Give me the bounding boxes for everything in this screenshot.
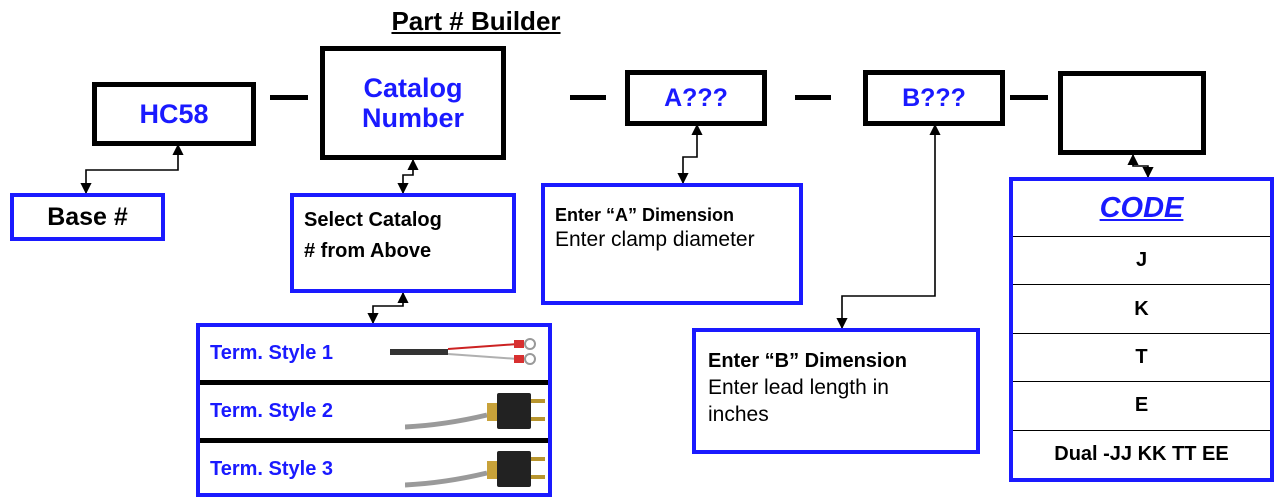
base-box-text: HC58 xyxy=(139,99,208,129)
b-dimension-text-line2: inches xyxy=(708,401,976,428)
term-style-row: Term. Style 1 xyxy=(200,327,548,385)
a-dimension-heading: Enter “A” Dimension xyxy=(555,205,799,227)
code-table-header: CODE xyxy=(1013,181,1270,237)
base-label: Base # xyxy=(47,203,128,232)
term-style-label: Term. Style 2 xyxy=(210,385,333,438)
code-row-k: K xyxy=(1013,285,1270,333)
separator-dash xyxy=(1010,95,1048,100)
a-box: A??? xyxy=(625,70,767,126)
code-row-j: J xyxy=(1013,237,1270,285)
plug-connector-icon xyxy=(405,387,550,435)
a-box-text: A??? xyxy=(664,84,728,112)
b-box-text: B??? xyxy=(902,84,966,112)
plug-connector-icon xyxy=(405,445,550,493)
b-dimension-text-line1: Enter lead length in xyxy=(708,374,976,401)
code-row-t: T xyxy=(1013,334,1270,382)
separator-dash xyxy=(795,95,831,100)
b-dimension-heading: Enter “B” Dimension xyxy=(708,348,976,374)
code-row-e: E xyxy=(1013,382,1270,430)
code-box xyxy=(1058,71,1206,155)
base-label-box: Base # xyxy=(10,193,165,241)
term-style-row: Term. Style 3 xyxy=(200,443,548,496)
code-row-dual: Dual -JJ KK TT EE xyxy=(1013,431,1270,478)
term-style-row: Term. Style 2 xyxy=(200,385,548,443)
a-dimension-box: Enter “A” Dimension Enter clamp diameter xyxy=(541,183,803,305)
catalog-box-line1: Catalog xyxy=(363,73,462,103)
catalog-box-line2: Number xyxy=(362,103,464,133)
a-dimension-text: Enter clamp diameter xyxy=(555,227,799,252)
b-dimension-box: Enter “B” Dimension Enter lead length in… xyxy=(692,328,980,454)
separator-dash xyxy=(570,95,606,100)
select-catalog-line1: Select Catalog xyxy=(304,205,512,236)
code-table: CODE J K T E Dual -JJ KK TT EE xyxy=(1009,177,1274,482)
select-catalog-line2: # from Above xyxy=(304,236,512,267)
select-catalog-box: Select Catalog # from Above xyxy=(290,193,516,293)
separator-dash xyxy=(270,95,308,100)
b-box: B??? xyxy=(863,70,1005,126)
term-style-label: Term. Style 3 xyxy=(210,443,333,496)
ring-terminal-wires-icon xyxy=(390,337,545,367)
catalog-number-box: Catalog Number xyxy=(320,46,506,160)
term-style-label: Term. Style 1 xyxy=(210,327,333,380)
term-styles-table: Term. Style 1 Term. Style 2 Term xyxy=(196,323,552,497)
base-box: HC58 xyxy=(92,82,256,146)
